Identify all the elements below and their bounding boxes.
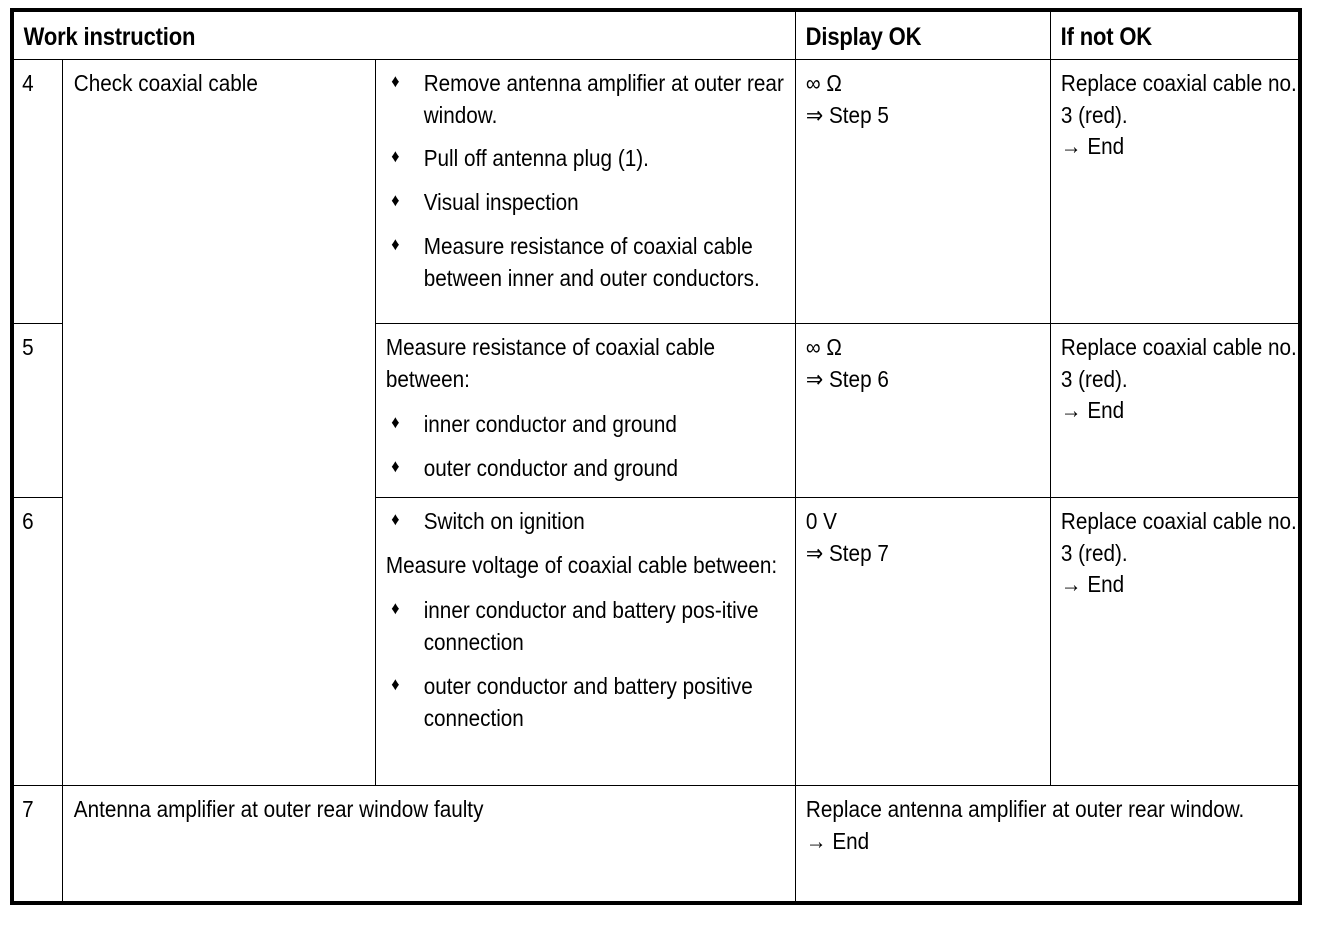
display-ok-next-step: ⇒ Step 6 (805, 365, 889, 392)
if-not-ok-cell-4: Replace coaxial cable no. 3 (red). → End (1050, 59, 1300, 324)
instruction-bullet-list-5: ♦ inner conductor and ground ♦ outer con… (386, 409, 805, 484)
diamond-bullet-icon: ♦ (391, 509, 400, 529)
list-item: ♦ inner conductor and battery pos-itive … (386, 595, 805, 658)
display-ok-value: 0 V (805, 508, 837, 534)
table-row: 5 Measure resistance of coaxial cable be… (13, 323, 1300, 498)
list-item: ♦ Visual inspection (386, 187, 805, 219)
instruction-intro-5: Measure resistance of coaxial cable betw… (385, 334, 715, 392)
result-content-7: Replace antenna amplifier at outer rear … (796, 786, 1316, 867)
list-item: ♦ Pull off antenna plug (1). (386, 143, 805, 175)
diamond-bullet-icon: ♦ (391, 71, 400, 91)
display-ok-content-5: ∞ Ω ⇒ Step 6 (796, 324, 1069, 405)
if-not-ok-content-6: Replace coaxial cable no. 3 (red). → End (1051, 498, 1317, 611)
if-not-ok-cell-6: Replace coaxial cable no. 3 (red). → End (1050, 497, 1300, 786)
fault-description-text-7: Antenna amplifier at outer rear window f… (73, 796, 484, 822)
step-number-4: 4 (22, 70, 34, 96)
task-description-cell: Check coaxial cable (62, 59, 376, 786)
if-not-ok-next: → End (1060, 133, 1125, 160)
instruction-detail-4: ♦ Remove antenna amplifier at outer rear… (376, 60, 812, 304)
diamond-bullet-icon: ♦ (391, 233, 400, 254)
step-number-5: 5 (22, 334, 34, 360)
column-header-if-not-ok: If not OK (1050, 11, 1300, 60)
instruction-detail-cell-6: ♦ Switch on ignition Measure voltage of … (374, 497, 797, 786)
table-row: 7 Antenna amplifier at outer rear window… (13, 785, 1300, 902)
display-ok-content-6: 0 V ⇒ Step 7 (796, 498, 1069, 579)
diamond-bullet-icon: ♦ (391, 598, 400, 619)
list-item-text: outer conductor and battery positive con… (423, 672, 753, 731)
list-item-text: Visual inspection (423, 189, 579, 216)
list-item: ♦ outer conductor and ground (386, 453, 805, 485)
if-not-ok-action: Replace coaxial cable no. 3 (red). (1060, 508, 1297, 566)
list-item: ♦ Measure resistance of coaxial cable be… (386, 231, 805, 294)
instruction-detail-cell-4: ♦ Remove antenna amplifier at outer rear… (374, 59, 797, 324)
table-row: 4 Check coaxial cable ♦ Remove antenna a… (13, 59, 1300, 786)
list-item: ♦ Remove antenna amplifier at outer rear… (386, 68, 805, 131)
diamond-bullet-icon: ♦ (391, 146, 400, 167)
list-item-text: Switch on ignition (423, 508, 585, 534)
display-ok-cell-6: 0 V ⇒ Step 7 (795, 497, 1052, 786)
display-ok-cell-4: ∞ Ω ⇒ Step 5 (795, 59, 1052, 324)
list-item: ♦ inner conductor and ground (386, 409, 805, 441)
list-item-text: inner conductor and ground (423, 411, 677, 438)
header-row: Work instruction Display OK If not OK (12, 11, 1300, 60)
instruction-lead-bullet-list-6: ♦ Switch on ignition (386, 506, 805, 538)
instruction-bullet-list-4: ♦ Remove antenna amplifier at outer rear… (386, 68, 805, 294)
diamond-bullet-icon: ♦ (391, 412, 400, 433)
instruction-intro-6: Measure voltage of coaxial cable between… (385, 551, 778, 578)
diamond-bullet-icon: ♦ (391, 673, 400, 694)
work-instruction-table: Work instruction Display OK If not OK 4 … (9, 8, 1303, 905)
column-header-display-ok: Display OK (795, 11, 1052, 60)
instruction-bullet-list-6: ♦ inner conductor and battery pos-itive … (386, 595, 805, 734)
display-ok-next-step: ⇒ Step 5 (805, 101, 889, 128)
step-number-7: 7 (22, 796, 34, 822)
table-row: 6 ♦ Switch on ignition Measure voltage o… (13, 497, 1300, 786)
task-description-text: Check coaxial cable (73, 70, 258, 96)
column-header-work-instruction-label: Work instruction (23, 23, 196, 51)
if-not-ok-action: Replace coaxial cable no. 3 (red). (1060, 70, 1297, 128)
fault-description-cell-7: Antenna amplifier at outer rear window f… (61, 785, 797, 902)
display-ok-value: ∞ Ω (805, 334, 842, 360)
list-item-text: Remove antenna amplifier at outer rear w… (423, 70, 784, 128)
display-ok-next-step: ⇒ Step 7 (805, 539, 889, 566)
column-header-work-instruction: Work instruction (12, 11, 797, 60)
instruction-detail-6: ♦ Switch on ignition Measure voltage of … (376, 498, 812, 744)
list-item-text: Pull off antenna plug (1). (423, 145, 649, 172)
table-header: Work instruction Display OK If not OK (12, 11, 1300, 60)
column-header-if-not-ok-label: If not OK (1060, 23, 1152, 51)
if-not-ok-action: Replace coaxial cable no. 3 (red). (1060, 334, 1297, 392)
display-ok-content-4: ∞ Ω ⇒ Step 5 (796, 60, 1069, 141)
display-ok-cell-5: ∞ Ω ⇒ Step 6 (795, 323, 1052, 498)
step-number-cell-6: 6 (13, 497, 63, 786)
diamond-bullet-icon: ♦ (391, 456, 400, 477)
display-ok-value: ∞ Ω (805, 70, 842, 96)
if-not-ok-content-5: Replace coaxial cable no. 3 (red). → End (1051, 324, 1317, 437)
if-not-ok-cell-5: Replace coaxial cable no. 3 (red). → End (1050, 323, 1300, 498)
if-not-ok-next: → End (1060, 397, 1125, 424)
result-next: → End (805, 827, 870, 854)
diamond-bullet-icon: ♦ (391, 190, 400, 211)
instruction-detail-5: Measure resistance of coaxial cable betw… (376, 324, 812, 495)
list-item: ♦ outer conductor and battery positive c… (386, 671, 805, 734)
list-item-text: inner conductor and battery pos-itive co… (423, 597, 759, 656)
step-number-cell-5: 5 (13, 323, 63, 498)
list-item: ♦ Switch on ignition (386, 506, 805, 538)
if-not-ok-next: → End (1060, 571, 1125, 598)
step-number-6: 6 (22, 508, 34, 534)
instruction-detail-cell-5: Measure resistance of coaxial cable betw… (374, 323, 797, 498)
list-item-text: outer conductor and ground (423, 455, 679, 482)
result-action: Replace antenna amplifier at outer rear … (805, 796, 1245, 822)
step-number-cell-4: 4 (13, 59, 63, 324)
step-number-cell-7: 7 (13, 785, 63, 902)
table-body: 4 Check coaxial cable ♦ Remove antenna a… (13, 59, 1300, 902)
if-not-ok-content-4: Replace coaxial cable no. 3 (red). → End (1051, 60, 1317, 173)
column-header-display-ok-label: Display OK (805, 23, 922, 51)
result-cell-7: Replace antenna amplifier at outer rear … (795, 785, 1300, 902)
list-item-text: Measure resistance of coaxial cable betw… (423, 232, 760, 291)
